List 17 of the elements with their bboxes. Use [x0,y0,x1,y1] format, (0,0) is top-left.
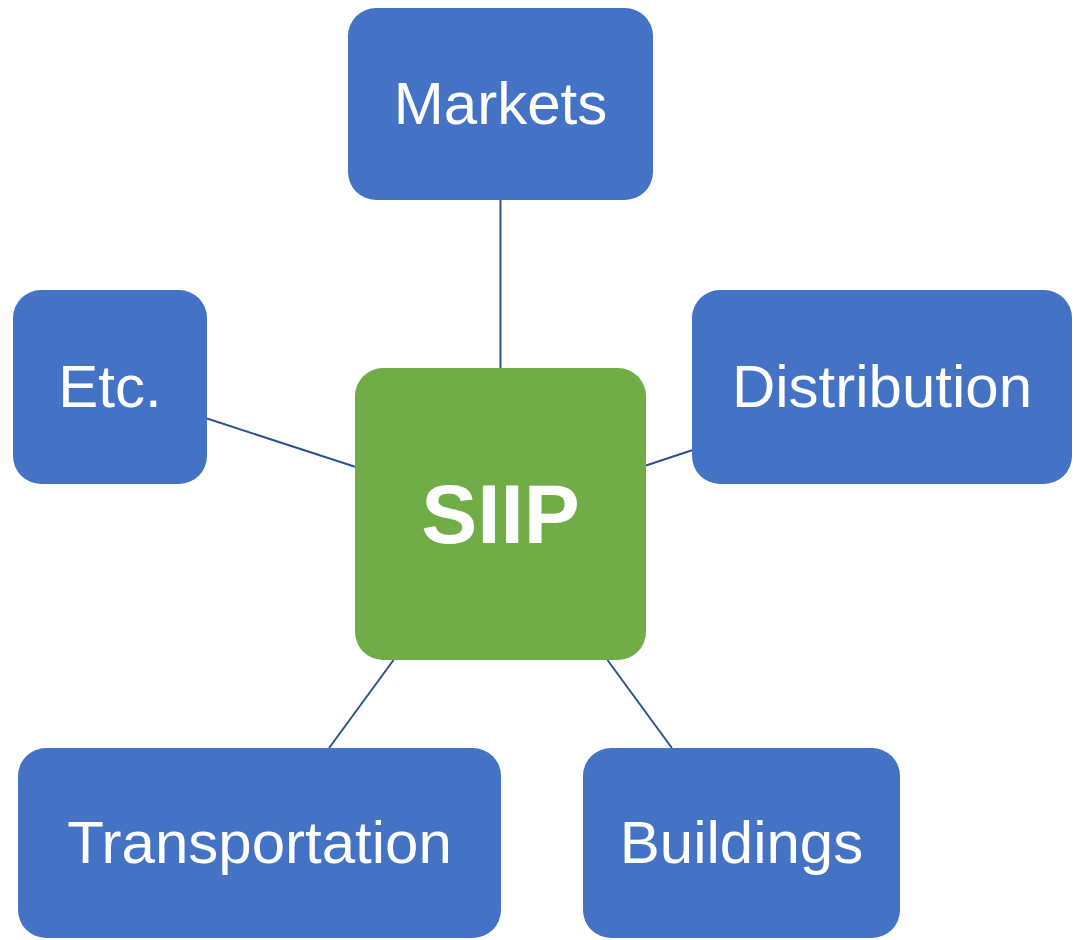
box-label: Distribution [731,354,1033,420]
central-box [355,368,646,660]
connector-line [206,417,356,468]
connector-line [606,659,673,749]
topic-box [692,290,1072,484]
connector-line [499,199,502,369]
box-label: Buildings [619,810,864,876]
box-label: Etc. [58,354,162,420]
topic-box [348,8,653,200]
box-label: Transportation [67,810,452,876]
connector-line [328,659,395,749]
topic-box [13,290,207,484]
topic-box [18,748,501,938]
box-label: SIIP [421,467,580,561]
connector-line [645,449,693,467]
box-label: Markets [393,71,608,137]
topic-box [583,748,900,938]
